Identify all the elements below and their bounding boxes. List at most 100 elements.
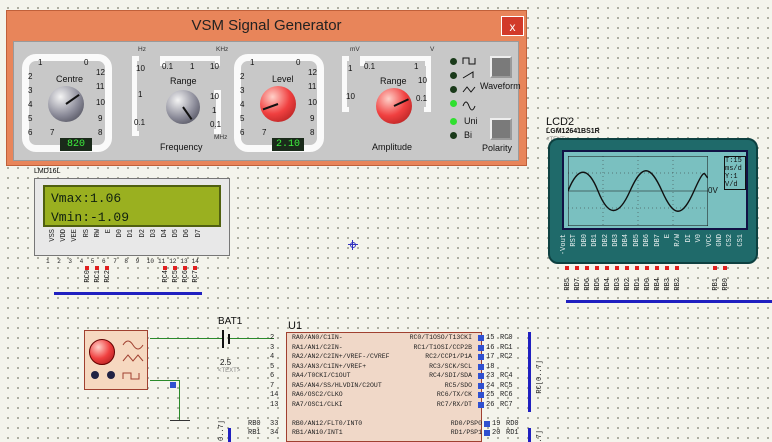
lcd2-pin-label: DB3 xyxy=(612,234,620,247)
square-icon xyxy=(122,372,140,380)
signal-generator-window[interactable]: VSM Signal Generator x 1 2 3 4 5 6 7 8 9… xyxy=(6,10,527,166)
u1-pin-name: RB0/AN12/FLT0/INT0 xyxy=(292,420,363,427)
polarity-label: Polarity xyxy=(482,143,513,153)
generator-panel: 1 2 3 4 5 6 7 8 9 10 11 12 0 Centre 820 … xyxy=(13,41,521,161)
wire-gen-ground xyxy=(150,380,180,381)
level-scale-12: 12 xyxy=(308,68,317,77)
centre-knob[interactable] xyxy=(48,86,84,122)
u1-wire-label: RD1 xyxy=(506,429,519,437)
lcd2-pin-label: DB7 xyxy=(653,234,662,247)
u1-pin-number: 19 xyxy=(492,420,501,428)
u1-pin-number: 20 xyxy=(492,429,501,437)
lcd2-wire-marker xyxy=(655,266,659,270)
lcd2-pin-label: DB1 xyxy=(591,234,600,247)
wire-battery-left xyxy=(150,338,222,339)
waveform-button[interactable] xyxy=(490,56,512,78)
u1-pin-name: RB1/AN10/INT1 xyxy=(292,429,343,436)
lcd2-pin-label: CS1 xyxy=(736,234,745,247)
lcd2-pin-label: RST xyxy=(570,234,579,247)
lcd1-pin-label: D7 xyxy=(194,229,203,238)
lcd2-pin-label: DB6 xyxy=(643,234,652,247)
u1-pin-number: 26 xyxy=(486,400,495,409)
lcd1-pin-number: 7 xyxy=(113,258,117,265)
lcd2-wire-marker xyxy=(595,266,599,270)
u1-wire-label: RC2 xyxy=(500,353,513,361)
u1-pin-number: 13 xyxy=(270,400,279,409)
freq-right-1: 1 xyxy=(212,106,217,115)
lcd2-wire-marker xyxy=(615,266,619,270)
lcd2-wire-marker xyxy=(645,266,649,270)
triangle-wave-led xyxy=(450,86,457,93)
lcd2-wire-label: RB0 xyxy=(722,278,730,291)
lcd2-scope-trace xyxy=(568,156,708,226)
u1-wire-label: RC6 xyxy=(500,391,513,399)
lcd2-wire-label: RD3 xyxy=(614,278,622,291)
lcd1-pin-number: 5 xyxy=(90,258,95,265)
lcd2-label: LCD2 xyxy=(546,116,575,128)
u1-pin-name: RC4/SDI/SDA xyxy=(429,372,472,379)
u1-pin-name: RA6/OSC2/CLKO xyxy=(292,391,343,398)
lcd2-info-volt-unit: V/d xyxy=(725,181,738,189)
close-button[interactable]: x xyxy=(501,16,524,36)
u1-pin-name: RA3/AN3/C1IN+/VREF+ xyxy=(292,362,367,370)
u1-pin-marker xyxy=(478,373,484,379)
lcd2-pin-label: -Vout xyxy=(560,234,568,256)
u1-pin-name: RC3/SCK/SCL xyxy=(429,362,472,370)
lcd1-wire-marker xyxy=(183,266,187,270)
signal-generator-component[interactable] xyxy=(84,330,148,390)
lcd2-pin-label: E xyxy=(664,234,672,239)
lcd2-bus-line xyxy=(566,300,772,303)
lcd2-pin-label: DI xyxy=(684,234,693,243)
u1-pin-marker xyxy=(478,354,484,360)
u1-pin-number: 33 xyxy=(270,420,279,428)
lcd1-wire-label: RC5 xyxy=(172,270,180,283)
u1-pin-number: 23 xyxy=(486,372,495,380)
lcd1-screen: Vmax:1.06 Vmin:-1.09 xyxy=(43,185,221,227)
sawtooth-wave-led xyxy=(450,72,457,79)
freq-top-10: 10 xyxy=(210,62,219,71)
level-scale-10: 10 xyxy=(308,98,317,107)
level-knob[interactable] xyxy=(260,86,296,122)
u1-pin-name: RA2/AN2/C2IN+/VREF-/CVREF xyxy=(292,353,390,360)
battery-plate-2 xyxy=(228,334,230,344)
u1-pin-marker xyxy=(478,335,484,341)
u1-pin-marker xyxy=(478,401,484,408)
u1-pin-number: 2 xyxy=(270,334,275,342)
frequency-range-knob[interactable] xyxy=(166,90,200,124)
u1-pin-number: 18 xyxy=(486,362,495,371)
centre-scale-1: 1 xyxy=(38,58,43,67)
level-scale-4: 4 xyxy=(240,100,245,109)
freq-top-0.1: 0.1 xyxy=(162,62,174,71)
amp-left-10: 10 xyxy=(346,92,355,101)
lcd2-info-box: T:15 ms/d Y:1 V/d xyxy=(724,156,746,190)
crosshair-marker xyxy=(348,240,358,250)
lcd1-pin-number: 14 xyxy=(191,258,199,265)
triangle-wave-icon xyxy=(462,86,476,93)
lcd2-wire-label: RD7 xyxy=(574,278,582,291)
lcd1-pin-label: D1 xyxy=(127,229,136,238)
u1-wire-label: RC7 xyxy=(500,400,513,409)
amplitude-range-knob[interactable] xyxy=(376,88,412,124)
freq-range-left-bracket xyxy=(132,56,139,136)
lcd2-zero-volts: 0V xyxy=(708,186,718,195)
u1-chip[interactable] xyxy=(286,332,482,442)
amp-right-10: 10 xyxy=(418,76,427,85)
lcd1-wire-marker xyxy=(163,266,167,270)
u1-pin-number: 34 xyxy=(270,429,279,437)
centre-scale-0: 0 xyxy=(84,58,89,67)
component-knob xyxy=(89,339,115,365)
u1-pin-marker xyxy=(478,392,484,398)
polarity-button[interactable] xyxy=(490,118,512,140)
waveform-label: Waveform xyxy=(480,81,521,91)
lcd2-wire-label: RD5 xyxy=(594,278,602,291)
centre-scale-4: 4 xyxy=(28,100,33,109)
lcd2-pin-label: R/W xyxy=(674,234,683,247)
rd-bus-label: RD[0..7] xyxy=(536,430,544,442)
lcd1-pin-number: 6 xyxy=(102,258,106,265)
